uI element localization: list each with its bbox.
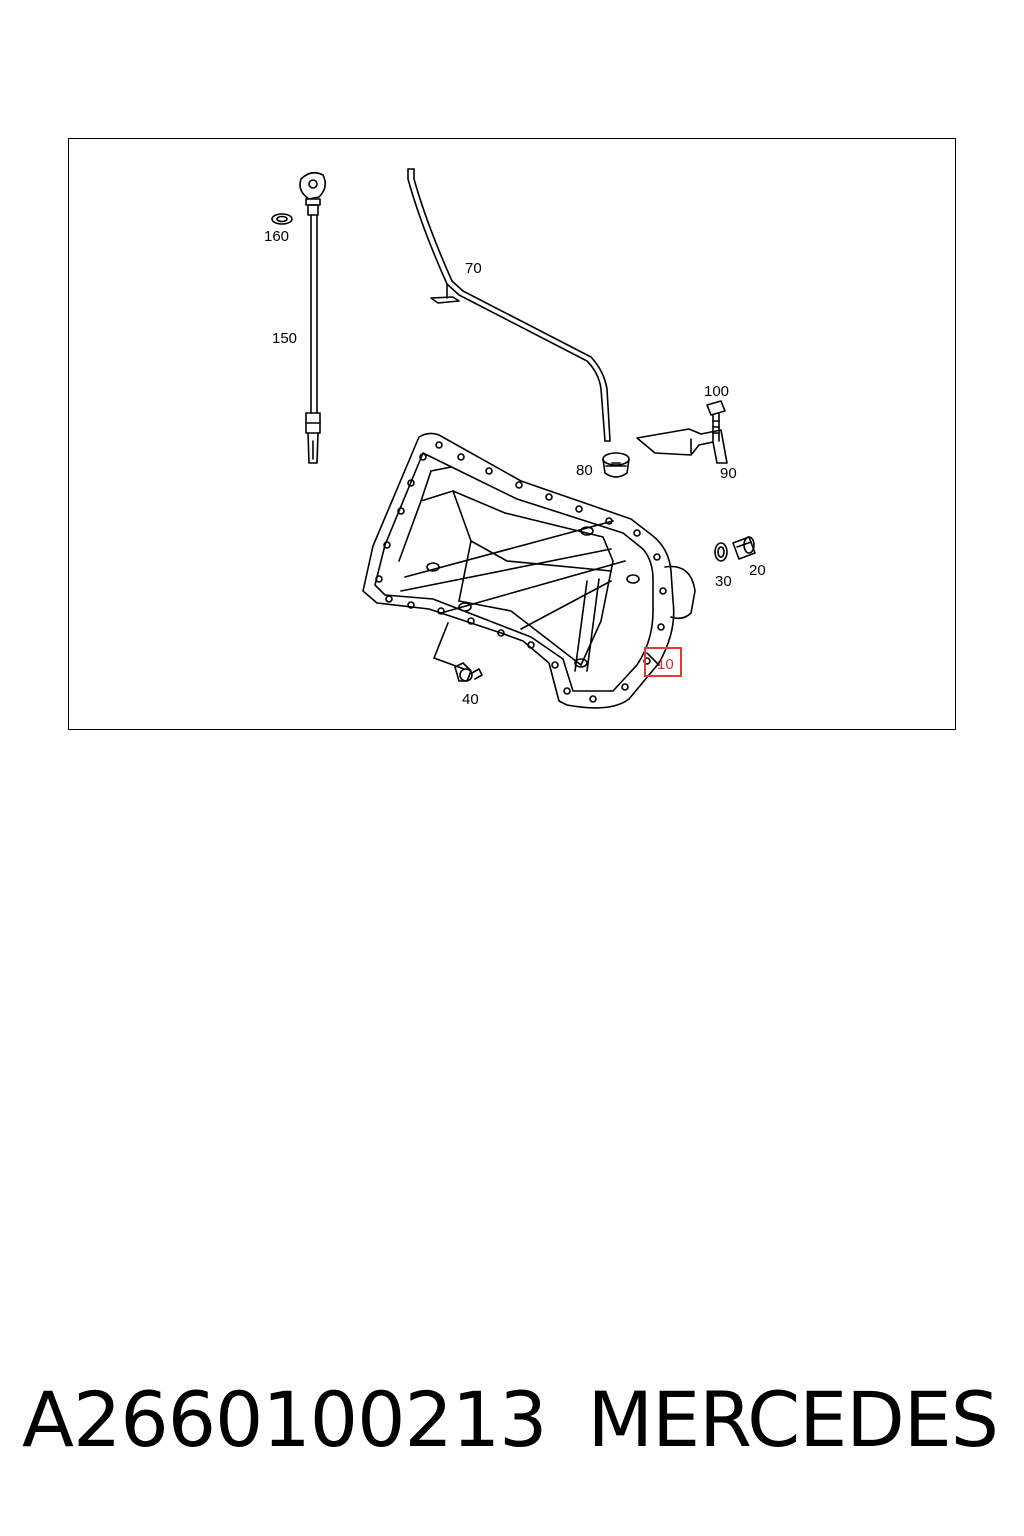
callout-label-20[interactable]: 20 (749, 562, 766, 579)
callout-label-160[interactable]: 160 (264, 228, 289, 245)
callout-label-70[interactable]: 70 (465, 260, 482, 277)
oil-pan-exploded-diagram: 160 150 70 100 80 90 30 20 40 10 (264, 168, 766, 709)
drain-screw-part (732, 536, 756, 560)
callout-label-30[interactable]: 30 (715, 573, 732, 590)
oil-plug-part (602, 452, 630, 478)
dipstick-guide-tube-part (407, 168, 611, 442)
seal-ring-part (714, 542, 728, 562)
part-number: A2660100213 (22, 1375, 548, 1464)
parts-diagram-frame: 160 150 70 100 80 90 30 20 40 10 (68, 138, 956, 730)
sealing-ring-part (271, 213, 293, 225)
bracket-part (636, 428, 728, 464)
footer: A2660100213 MERCEDES (0, 1370, 1024, 1470)
callout-label-90[interactable]: 90 (720, 465, 737, 482)
callout-label-40[interactable]: 40 (462, 691, 479, 708)
screw-part (433, 622, 483, 682)
callout-label-150[interactable]: 150 (272, 330, 297, 347)
bolt-part (706, 400, 726, 442)
callout-label-100[interactable]: 100 (704, 383, 729, 400)
oil-pan-part (362, 432, 696, 709)
dipstick-part (299, 171, 327, 464)
callout-label-10[interactable]: 10 (657, 656, 674, 673)
highlight-box (644, 647, 682, 677)
callout-label-80[interactable]: 80 (576, 462, 593, 479)
highlighted-callout-10[interactable]: 10 (644, 647, 682, 677)
brand-name: MERCEDES (587, 1375, 999, 1464)
